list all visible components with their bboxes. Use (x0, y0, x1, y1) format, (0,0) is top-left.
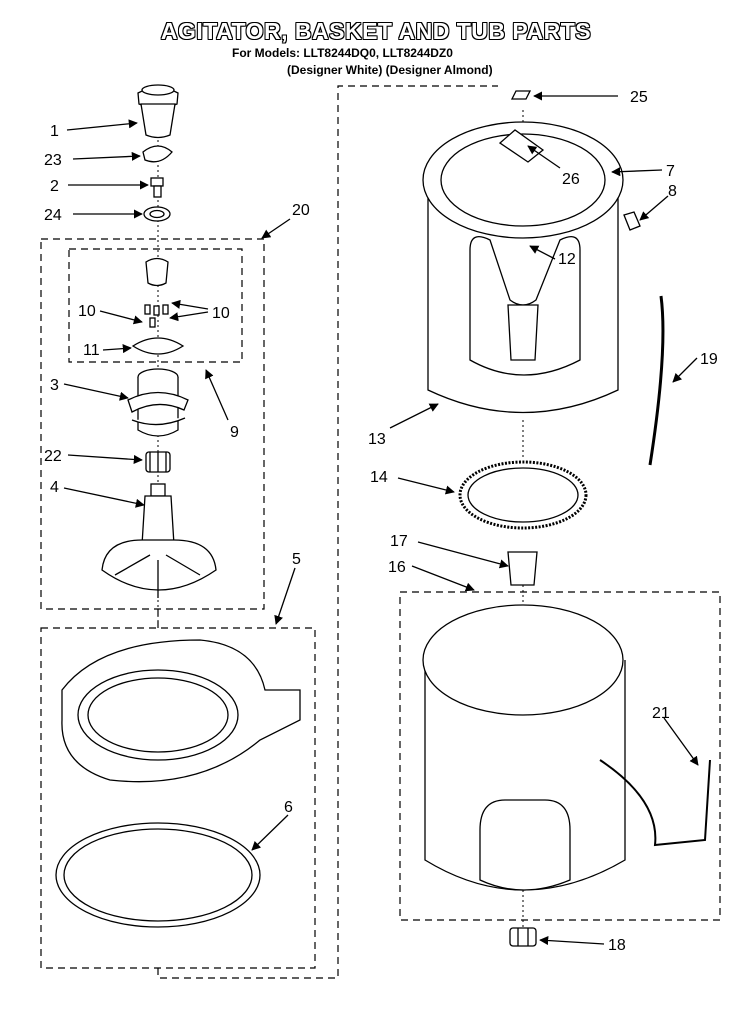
callout-2: 2 (50, 178, 59, 195)
basket-tub-parts (422, 90, 711, 947)
callout-8: 8 (668, 183, 677, 200)
agitator-base-4 (101, 483, 217, 598)
agitator-parts (101, 84, 217, 598)
leader-lines (63, 91, 699, 946)
callout-5: 5 (292, 551, 301, 568)
callout-1: 1 (50, 123, 59, 140)
models-line: For Models: LLT8244DQ0, LLT8244DZ0 (232, 46, 453, 60)
colors-line: (Designer White) (Designer Almond) (287, 63, 493, 77)
nut-18 (509, 927, 537, 947)
dashed-group-outlines (40, 85, 721, 979)
callout-13: 13 (368, 431, 386, 448)
callout-10-right: 10 (212, 305, 230, 322)
agitator-cap (137, 84, 179, 139)
callout-11: 11 (83, 342, 100, 359)
bolt-2 (150, 177, 164, 198)
callout-6: 6 (284, 799, 293, 816)
tub-ring-5 (61, 639, 301, 783)
outer-tub-16 (422, 604, 626, 891)
callout-23: 23 (44, 152, 62, 169)
callout-25: 25 (630, 89, 648, 106)
part-23-shape (142, 145, 173, 163)
basket-13 (422, 121, 624, 414)
callout-18: 18 (608, 937, 626, 954)
cam-11 (131, 337, 185, 355)
callout-7: 7 (666, 163, 675, 180)
tub-ring-seal-6 (55, 822, 261, 928)
callout-14: 14 (370, 469, 388, 486)
callout-16: 16 (388, 559, 406, 576)
callout-20: 20 (292, 202, 310, 219)
dog-cam (145, 257, 169, 287)
callout-3: 3 (50, 377, 59, 394)
callout-4: 4 (50, 479, 59, 496)
part-17-shape (507, 551, 538, 586)
callout-22: 22 (44, 448, 62, 465)
part-25-clip (510, 90, 532, 100)
hose-19 (648, 295, 665, 466)
callout-26: 26 (562, 171, 580, 188)
callout-9: 9 (230, 424, 239, 441)
auger-3 (127, 368, 189, 437)
callout-21: 21 (652, 705, 670, 722)
brake-14 (458, 460, 588, 530)
hose-21 (599, 759, 711, 847)
callout-24: 24 (44, 207, 62, 224)
tub-ring-parts (55, 639, 301, 928)
callout-numbers: 1 23 2 24 20 10 10 11 3 9 22 4 5 6 25 26… (44, 89, 718, 954)
callout-12: 12 (558, 251, 576, 268)
coupling-22 (145, 451, 171, 473)
dogs-10 (144, 304, 169, 328)
callout-10-left: 10 (78, 303, 96, 320)
callout-19: 19 (700, 351, 718, 368)
callout-17: 17 (390, 533, 408, 550)
diagram-title: AGITATOR, BASKET AND TUB PARTS (160, 18, 592, 44)
part-8-shape (623, 211, 641, 231)
